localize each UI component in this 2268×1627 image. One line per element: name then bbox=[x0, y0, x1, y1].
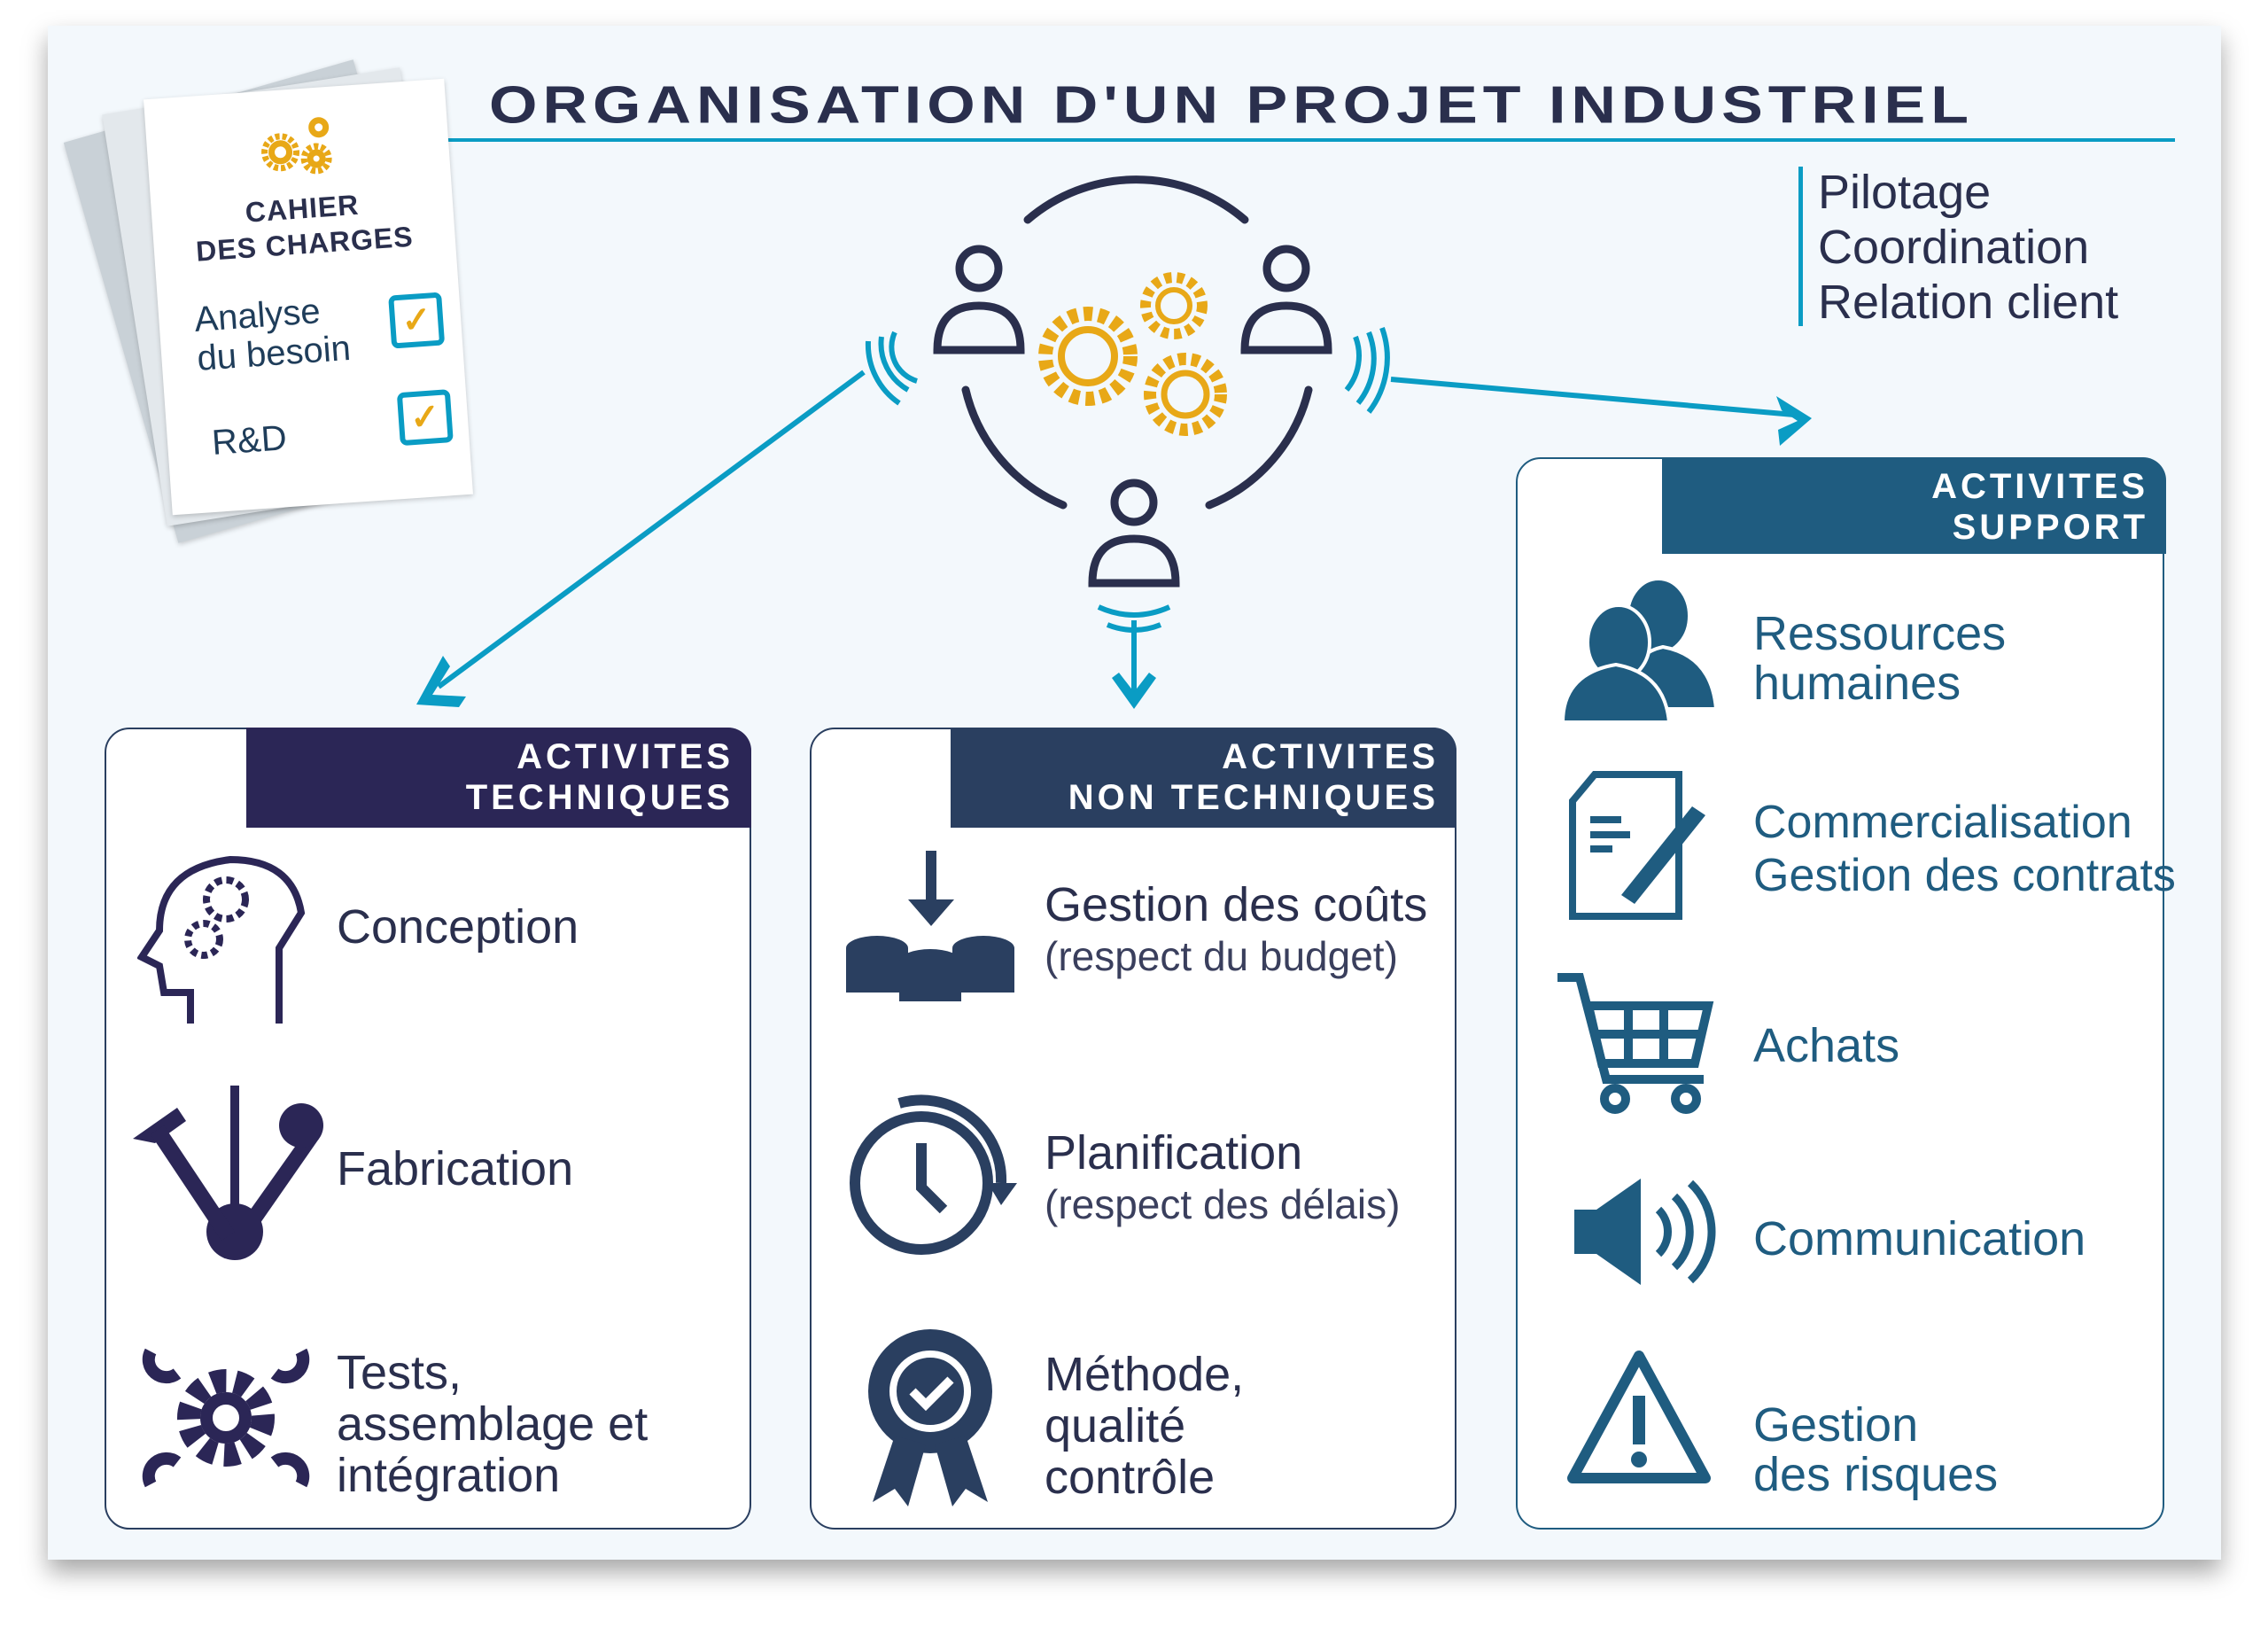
item-line: contrôle bbox=[1045, 1451, 1216, 1504]
header-line: ACTIVITES bbox=[1222, 737, 1439, 776]
item-line: des risques bbox=[1753, 1448, 1999, 1501]
item-line: Gestion bbox=[1753, 1398, 1919, 1452]
speaker-icon bbox=[1574, 1179, 1716, 1285]
head-gears-icon bbox=[137, 855, 306, 1024]
person-icons bbox=[933, 245, 1332, 588]
item-line: qualité bbox=[1045, 1399, 1186, 1452]
roles-divider bbox=[1798, 167, 1803, 326]
quality-badge-icon bbox=[868, 1329, 992, 1506]
item-line: humaines bbox=[1753, 657, 1961, 710]
role-coordination: Coordination bbox=[1818, 221, 2090, 274]
people-icon bbox=[1561, 577, 1719, 724]
item-communication: Communication bbox=[1753, 1212, 2086, 1265]
role-relation-client: Relation client bbox=[1818, 276, 2119, 329]
header-line: SUPPORT bbox=[1952, 508, 2148, 547]
spec-document: CAHIER DES CHARGES Analyse du besoin ✓ R… bbox=[144, 78, 473, 516]
item-line: Ressources bbox=[1753, 607, 2007, 660]
item-sub: (respect du budget) bbox=[1045, 933, 1398, 979]
item-line: Gestion des contrats bbox=[1753, 850, 2176, 901]
role-pilotage: Pilotage bbox=[1818, 166, 1992, 219]
item-label: Gestion des coûts bbox=[1045, 878, 1428, 931]
item-line: assemblage et bbox=[337, 1397, 649, 1451]
item-planning: Planification(respect des délais) bbox=[1045, 1127, 1400, 1230]
item-line: intégration bbox=[337, 1449, 561, 1502]
item-line: Commercialisation bbox=[1753, 797, 2132, 848]
header-line: ACTIVITES bbox=[1931, 467, 2148, 506]
item-line: Tests, bbox=[337, 1346, 462, 1399]
coins-download-icon bbox=[846, 851, 1014, 1001]
header-line: ACTIVITES bbox=[517, 737, 734, 776]
contract-signature-icon bbox=[1569, 771, 1705, 920]
page-title: ORGANISATION D'UN PROJET INDUSTRIEL bbox=[489, 74, 1974, 135]
item-label: Planification bbox=[1045, 1126, 1303, 1179]
team-circle bbox=[961, 175, 1313, 510]
connector-arrows bbox=[437, 326, 1795, 700]
arrow-heads bbox=[416, 396, 1812, 709]
central-roles: Pilotage Coordination Relation client bbox=[1818, 165, 2118, 330]
item-purchasing: Achats bbox=[1753, 1019, 1900, 1072]
gears-icon bbox=[261, 117, 332, 175]
title-rule bbox=[443, 138, 2175, 142]
item-fabrication: Fabrication bbox=[337, 1142, 574, 1195]
header-line: TECHNIQUES bbox=[465, 778, 734, 817]
clock-icon bbox=[850, 1094, 1017, 1255]
shopping-cart-icon bbox=[1557, 973, 1714, 1114]
gears-icon bbox=[1038, 272, 1227, 436]
warning-icon bbox=[1567, 1351, 1711, 1483]
item-line: Méthode, bbox=[1045, 1348, 1245, 1401]
tools-icon bbox=[133, 1086, 323, 1260]
item-sub: (respect des délais) bbox=[1045, 1181, 1401, 1227]
header-line: NON TECHNIQUES bbox=[1068, 778, 1439, 817]
item-conception: Conception bbox=[337, 900, 579, 954]
gear-wrenches-icon bbox=[142, 1348, 310, 1488]
item-costs: Gestion des coûts(respect du budget) bbox=[1045, 879, 1427, 982]
